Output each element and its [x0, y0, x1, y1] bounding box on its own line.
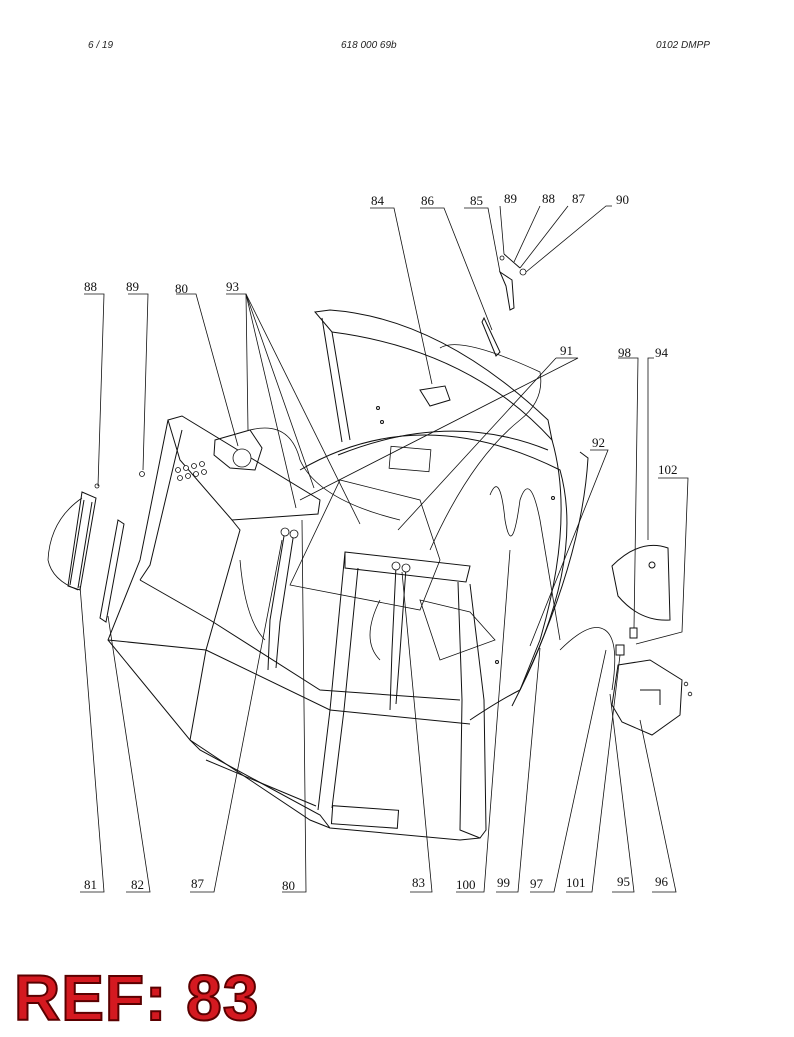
callout-83: 83 — [412, 875, 425, 890]
washer-tank — [611, 544, 671, 621]
callout-80-bottom: 80 — [282, 878, 295, 893]
callout-84: 84 — [371, 193, 385, 208]
callout-93: 93 — [226, 279, 239, 294]
arm-85 — [498, 270, 515, 311]
fastener-row — [175, 461, 207, 481]
leader-lines — [84, 205, 689, 647]
nut-89 — [499, 255, 505, 261]
callout-100: 100 — [456, 877, 476, 892]
leader-lines-bottom — [79, 519, 677, 893]
callout-99: 99 — [497, 875, 510, 890]
pump-98 — [629, 627, 638, 639]
callout-91: 91 — [560, 343, 573, 358]
wiper-blade-86 — [481, 316, 501, 357]
page-number: 6 / 19 — [88, 40, 114, 51]
document-number: 618 000 69b — [341, 40, 397, 51]
washer-hose — [559, 627, 616, 691]
callout-88: 88 — [542, 191, 555, 206]
callout-85: 85 — [470, 193, 483, 208]
connector-101 — [615, 644, 625, 656]
callout-94: 94 — [655, 345, 669, 360]
cap-90 — [519, 268, 527, 276]
cab-body — [107, 309, 589, 841]
callout-87: 87 — [572, 191, 586, 206]
callout-88-left: 88 — [84, 279, 97, 294]
callout-95: 95 — [617, 874, 630, 889]
callout-82: 82 — [131, 877, 144, 892]
wiper-arm-left — [267, 527, 299, 671]
callout-87-bottom: 87 — [191, 876, 205, 891]
wiper-arm-right — [389, 561, 411, 711]
callout-102: 102 — [658, 462, 678, 477]
washer-88 — [503, 253, 521, 269]
callout-90: 90 — [616, 192, 629, 207]
callout-labels: 84 86 85 89 88 87 90 88 89 80 93 91 98 9… — [84, 191, 678, 893]
callout-92: 92 — [592, 435, 605, 450]
wiper-assembly-81 — [47, 483, 100, 591]
document-version: 0102 DMPP — [656, 40, 710, 51]
callout-81: 81 — [84, 877, 97, 892]
callout-86: 86 — [421, 193, 435, 208]
callout-80: 80 — [175, 281, 188, 296]
reference-label: REF: 83 — [13, 962, 260, 1034]
callout-97: 97 — [530, 876, 544, 891]
callout-89-left: 89 — [126, 279, 139, 294]
nut-89-left — [139, 471, 145, 477]
callout-98: 98 — [618, 345, 631, 360]
wiper-blade-82 — [99, 519, 125, 623]
bracket-96 — [611, 659, 683, 736]
bracket-84 — [419, 385, 451, 407]
wiper-motor — [213, 429, 263, 471]
callout-96: 96 — [655, 874, 669, 889]
callout-89: 89 — [504, 191, 517, 206]
callout-101: 101 — [566, 875, 586, 890]
